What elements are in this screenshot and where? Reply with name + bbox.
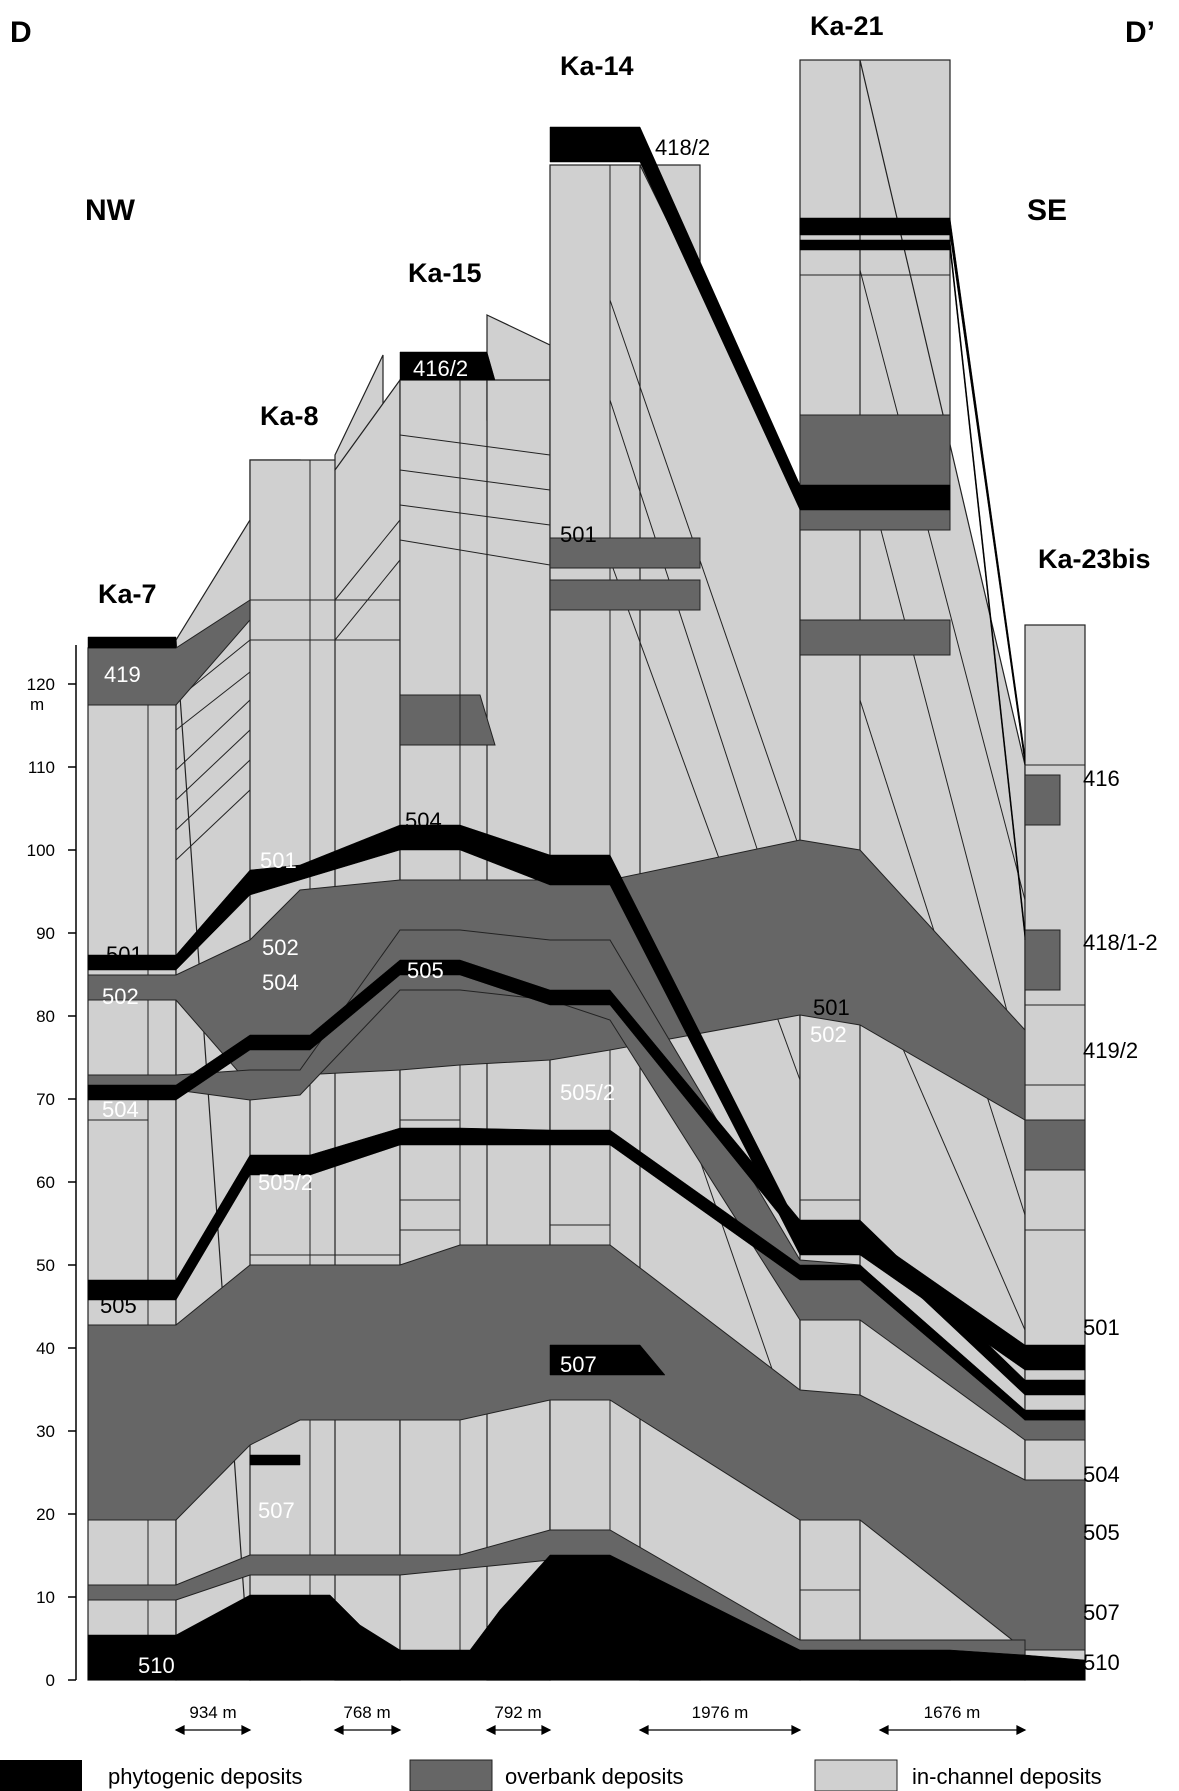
seam-label-ka7-502: 502 [102, 984, 139, 1009]
seam-label-ka8-505-2: 505/2 [258, 1170, 313, 1195]
direction-right-label: SE [1027, 194, 1067, 227]
depth-axis [68, 645, 77, 1681]
well-label-ka14: Ka-14 [560, 51, 634, 81]
seam-510 [87, 1554, 1086, 1681]
seam-label-ka14-507: 507 [560, 1352, 597, 1377]
svg-text:40: 40 [36, 1339, 55, 1358]
seam-label-ka8-507: 507 [258, 1498, 295, 1523]
ka7-column [87, 647, 177, 1681]
svg-text:1976 m: 1976 m [692, 1703, 749, 1722]
overbank-lower-band [87, 1244, 1086, 1651]
seam-label-ka23bis-501: 501 [1083, 1315, 1120, 1340]
seam-416 [799, 217, 1026, 766]
seam-507-ka14 [549, 1344, 666, 1376]
seam-label-ka7-504: 504 [102, 1097, 139, 1122]
seam-label-ka14-505-2: 505/2 [560, 1080, 615, 1105]
seam-416-2 [399, 351, 496, 381]
svg-text:30: 30 [36, 1422, 55, 1441]
overbank-504-band [87, 929, 1086, 1441]
svg-text:50: 50 [36, 1256, 55, 1275]
seam-label-ka15-505: 505 [407, 958, 444, 983]
seam-418-2 [549, 126, 951, 511]
seam-507 [249, 1454, 301, 1466]
profile-end-label: D’ [1125, 16, 1155, 49]
seam-label-ka15-504: 504 [405, 808, 442, 833]
seam-label-ka7-419: 419 [104, 662, 141, 687]
profile-start-label: D [10, 16, 32, 49]
legend-label-phytogenic: phytogenic deposits [108, 1764, 302, 1789]
svg-text:20: 20 [36, 1505, 55, 1524]
seam-label-ka8-502: 502 [262, 935, 299, 960]
depth-tick-labels: 0 10 20 30 40 50 60 70 80 90 100 110 120 [27, 675, 55, 1690]
well-label-ka21: Ka-21 [810, 11, 884, 41]
svg-text:934 m: 934 m [189, 1703, 236, 1722]
seam-505-2 [87, 1127, 1086, 1421]
seam-label-ka7-501: 501 [106, 942, 143, 967]
legend-swatch-in-channel [814, 1759, 898, 1791]
distance-labels: 934 m 768 m 792 m 1976 m 1676 m [189, 1703, 980, 1722]
phytogenic-deposits [87, 126, 1086, 1681]
direction-left-label: NW [85, 194, 136, 227]
overbank-510-band [87, 1529, 1026, 1656]
well-label-ka23bis: Ka-23bis [1038, 544, 1151, 574]
seam-label-ka8-501: 501 [260, 848, 297, 873]
legend-swatch-phytogenic [0, 1760, 82, 1791]
svg-text:0: 0 [46, 1671, 55, 1690]
seam-label-ka23bis-416: 416 [1083, 766, 1120, 791]
seam-label-ka23bis-507: 507 [1083, 1600, 1120, 1625]
well-label-ka8: Ka-8 [260, 401, 319, 431]
svg-text:1676 m: 1676 m [924, 1703, 981, 1722]
seam-505-band [87, 959, 1086, 1396]
svg-text:80: 80 [36, 1007, 55, 1026]
legend-swatch-overbank [409, 1759, 493, 1791]
seam-418 [799, 239, 1026, 941]
seam-label-ka7-505: 505 [100, 1293, 137, 1318]
seam-label-ka23bis-510: 510 [1083, 1650, 1120, 1675]
svg-text:10: 10 [36, 1588, 55, 1607]
seam-label-ka21-502: 502 [810, 1022, 847, 1047]
seam-label-ka14-501: 501 [560, 522, 597, 547]
seam-label-ka23bis-419-2: 419/2 [1083, 1038, 1138, 1063]
well-label-ka15: Ka-15 [408, 258, 482, 288]
seam-419-top [87, 636, 177, 649]
depth-unit-label: m [30, 695, 44, 714]
legend-label-in-channel: in-channel deposits [912, 1764, 1102, 1789]
svg-text:768 m: 768 m [343, 1703, 390, 1722]
legend-label-overbank: overbank deposits [505, 1764, 684, 1789]
svg-text:70: 70 [36, 1090, 55, 1109]
seam-label-ka15-416-2: 416/2 [413, 356, 468, 381]
seam-label-ka23bis-504: 504 [1083, 1462, 1120, 1487]
svg-text:120: 120 [27, 675, 55, 694]
svg-text:792 m: 792 m [494, 1703, 541, 1722]
svg-text:60: 60 [36, 1173, 55, 1192]
svg-text:110: 110 [28, 758, 55, 777]
seam-label-ka14-418-2: 418/2 [655, 135, 710, 160]
svg-text:90: 90 [36, 924, 55, 943]
svg-text:100: 100 [27, 841, 55, 860]
legend [0, 1759, 898, 1791]
seam-label-ka23bis-418-1-2: 418/1-2 [1083, 930, 1158, 955]
well-label-ka7: Ka-7 [98, 579, 157, 609]
seam-label-ka8-504: 504 [262, 970, 299, 995]
seam-label-ka23bis-505: 505 [1083, 1520, 1120, 1545]
seam-label-ka21-501: 501 [813, 995, 850, 1020]
distance-arrows [174, 1725, 1027, 1735]
seam-label-ka7-510: 510 [138, 1653, 175, 1678]
